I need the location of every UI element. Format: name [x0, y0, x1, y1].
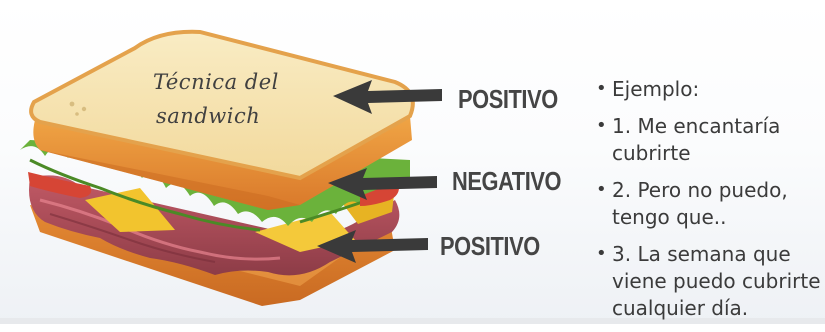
sandwich-caption-line1: Técnica del: [153, 70, 279, 94]
sandwich-caption-line2: sandwich: [156, 104, 261, 128]
bullet-line: cualquier día.: [612, 296, 749, 320]
bullet-line: tengo que..: [612, 205, 727, 229]
bullet-list: Ejemplo: 1. Me encantaría cubrirte 2. Pe…: [596, 75, 825, 332]
cheese-layer: [85, 188, 175, 232]
bullet-line: 2. Pero no puedo,: [612, 178, 788, 202]
bullet-line: 1. Me encantaría: [612, 114, 781, 138]
bullet-item: 1. Me encantaría cubrirte: [596, 112, 825, 167]
bullet-line: viene puedo cubrirte: [612, 269, 821, 293]
label-positivo-bottom: POSITIVO: [440, 231, 540, 261]
arrow-left-icon: [317, 80, 442, 263]
bullet-item: 2. Pero no puedo, tengo que..: [596, 176, 825, 231]
bullet-line: cubrirte: [612, 141, 691, 165]
bullet-item: Ejemplo:: [596, 75, 825, 103]
label-negativo: NEGATIVO: [452, 166, 562, 196]
bullet-item: 3. La semana que viene puedo cubrirte cu…: [596, 240, 825, 322]
label-positivo-top: POSITIVO: [458, 84, 558, 114]
sandwich-illustration: [0, 29, 825, 324]
bullet-line: Ejemplo:: [612, 77, 700, 101]
slide: Técnica del sandwich POSITIVO NEGATIVO P…: [0, 0, 825, 324]
bullet-line: 3. La semana que: [612, 242, 791, 266]
